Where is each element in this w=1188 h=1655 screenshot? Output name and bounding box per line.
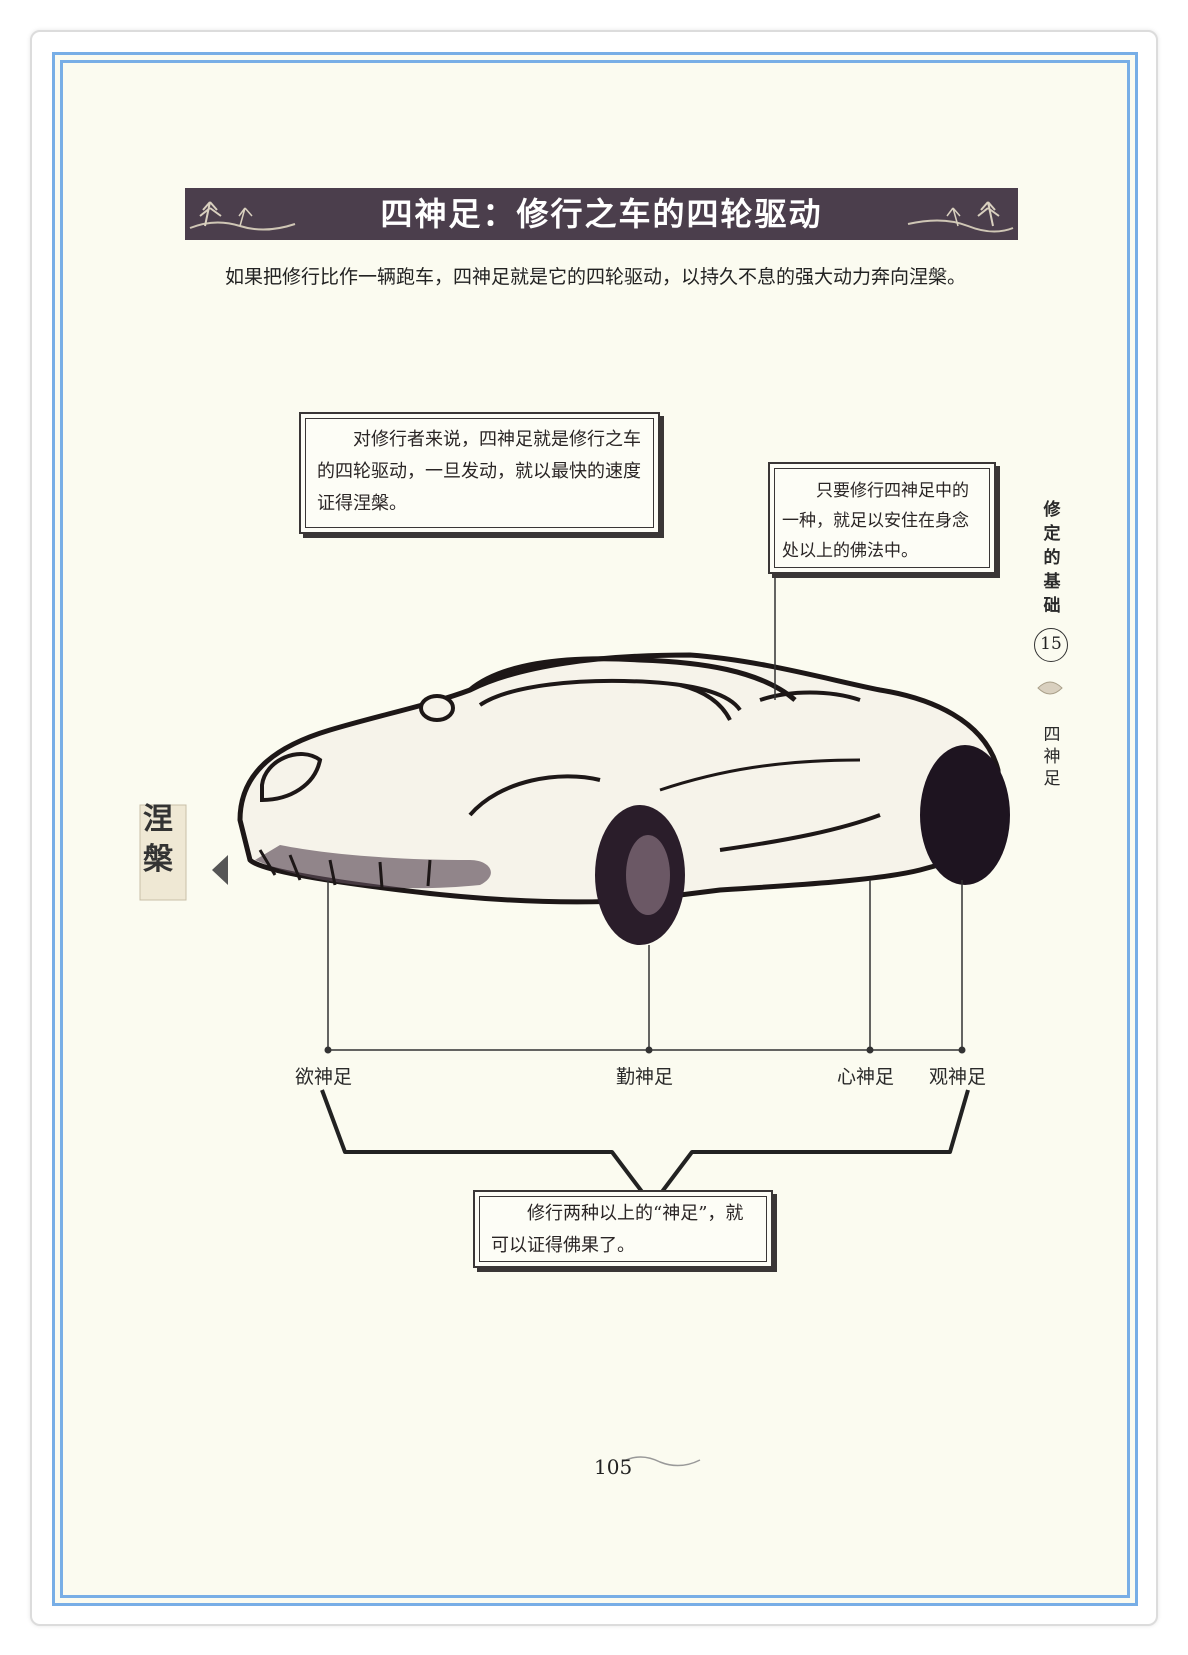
intro-paragraph: 如果把修行比作一辆跑车，四神足就是它的四轮驱动，以持久不息的强大动力奔向涅槃。 [225,266,967,288]
landscape-ornament-right-icon [907,201,1014,233]
callout-text: 对修行者来说，四神足就是修行之车的四轮驱动，一旦发动，就以最快的速度证得涅槃。 [317,429,641,514]
page-title: 四神足：修行之车的四轮驱动 [380,195,823,233]
page-number: 105 [594,1455,633,1479]
wheel-label-mind: 心神足 [837,1066,895,1088]
callout-single-practice: 只要修行四神足中的一种，就足以安住在身念处以上的佛法中。 [768,462,996,574]
callout-wheel-drive: 对修行者来说，四神足就是修行之车的四轮驱动，一旦发动，就以最快的速度证得涅槃。 [299,412,660,534]
landscape-ornament-left-icon [189,201,296,231]
chapter-number: 15 [1034,628,1068,662]
grouping-brace [320,1089,970,1207]
callout-buddhahood: 修行两种以上的“神足”，就可以证得佛果了。 [473,1190,773,1268]
section-vertical-title: 修定的基础 [1043,500,1061,616]
wheel-label-desire: 欲神足 [295,1066,353,1088]
callout-text: 修行两种以上的“神足”，就可以证得佛果了。 [491,1203,744,1256]
wheel-label-investigation: 观神足 [929,1066,987,1088]
nirvana-label: 涅槃 [143,802,173,877]
topic-vertical-title: 四神足 [1043,725,1061,789]
wheel-label-effort: 勤神足 [616,1066,674,1088]
title-banner: 四神足：修行之车的四轮驱动 [185,188,1018,240]
callout-text: 只要修行四神足中的一种，就足以安住在身念处以上的佛法中。 [782,481,969,561]
